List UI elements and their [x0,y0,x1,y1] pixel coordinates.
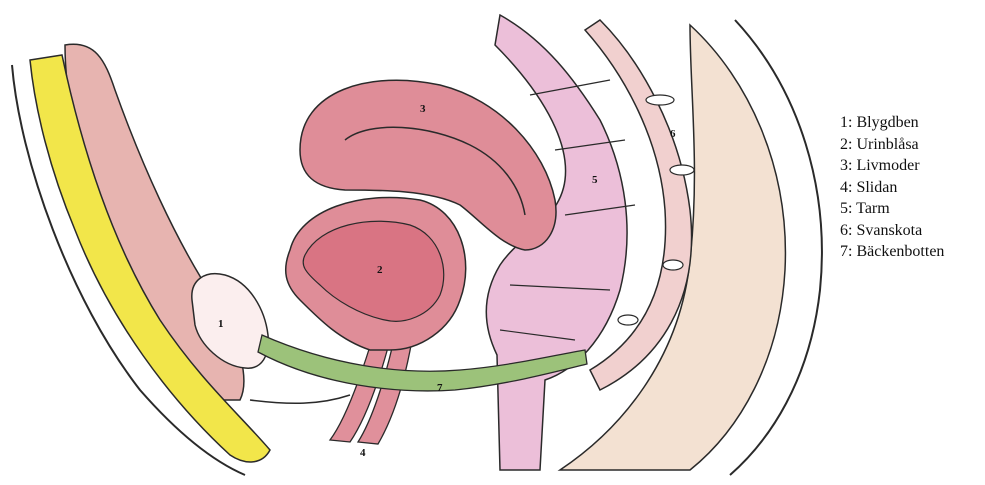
label-uterus: 3 [420,103,426,115]
vertebra-disc [618,315,638,325]
label-vagina: 4 [360,447,366,459]
legend-item: 6: Svanskota [840,220,944,242]
label-bladder: 2 [377,264,383,276]
label-tailbone: 6 [670,128,676,140]
vertebra-disc [670,165,694,175]
legend-item: 7: Bäckenbotten [840,241,944,263]
vertebra-disc [646,95,674,105]
legend-item: 5: Tarm [840,198,944,220]
vertebra-disc [663,260,683,270]
label-pelvic-floor: 7 [437,382,443,394]
legend: 1: Blygdben 2: Urinblåsa 3: Livmoder 4: … [840,112,944,263]
perineum-line [250,395,350,403]
legend-item: 1: Blygdben [840,112,944,134]
label-intestine: 5 [592,174,598,186]
label-pubic-bone: 1 [218,318,224,330]
legend-item: 4: Slidan [840,177,944,199]
legend-item: 3: Livmoder [840,155,944,177]
legend-item: 2: Urinblåsa [840,134,944,156]
